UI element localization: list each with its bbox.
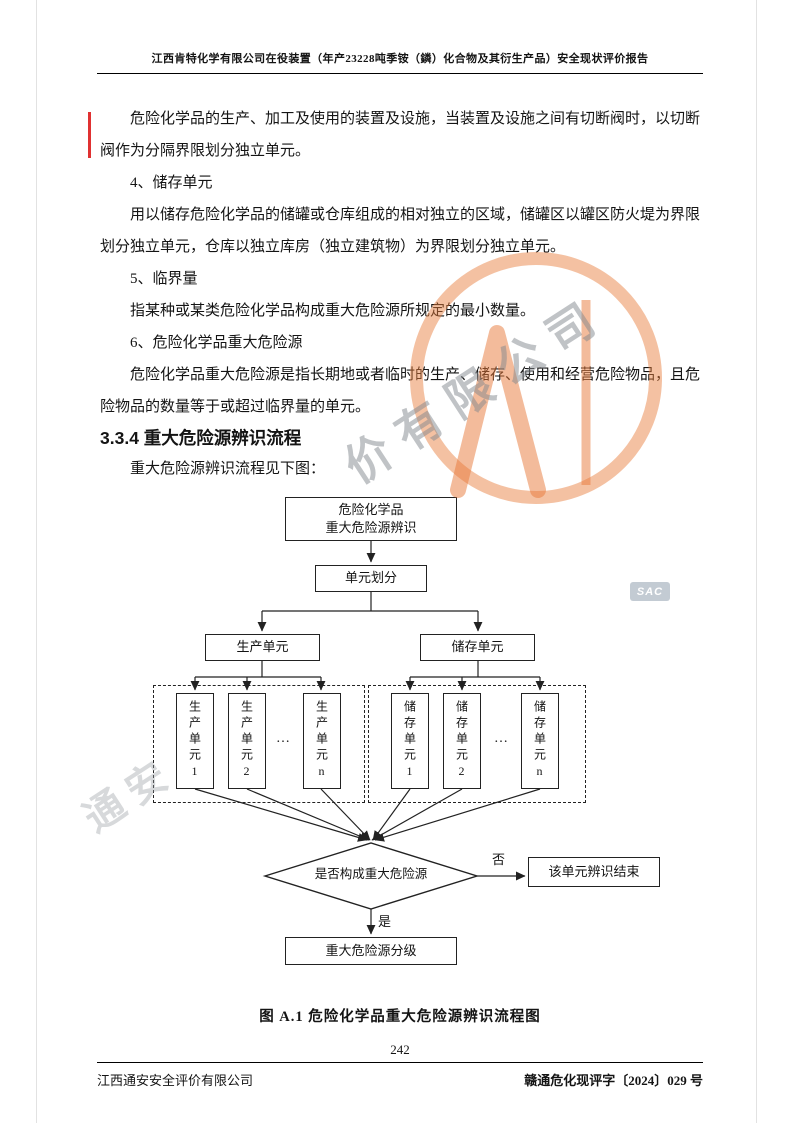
page-number: 242 (390, 1042, 410, 1057)
production-unit-1-box: 生产单元1 (176, 693, 214, 789)
body-paragraph: 4、储存单元 (130, 175, 213, 191)
flow-production-box: 生产单元 (205, 634, 320, 661)
production-group-frame (153, 685, 365, 803)
flow-start-line2: 重大危险源辨识 (325, 520, 417, 535)
flowchart-connectors (190, 541, 545, 935)
flow-start-line1: 危险化学品 (338, 501, 404, 517)
storage-ellipsis: … (494, 731, 509, 746)
flow-grading-box: 重大危险源分级 (285, 937, 457, 965)
page-edge-left (36, 0, 37, 1123)
lead-in-text: 重大危险源辨识流程见下图： (130, 461, 326, 477)
flow-unit-division-box: 单元划分 (315, 565, 427, 592)
production-ellipsis: … (276, 731, 291, 746)
no-label: 否 (492, 852, 506, 867)
body-paragraph: 用以储存危险化学品的储罐或仓库组成的相对独立的区域，储罐区以罐区防火堤为界限划分… (100, 207, 701, 255)
body-paragraph: 危险化学品重大危险源是指长期地或者临时的生产、储存、使用和经营危险物品，且危险物… (100, 367, 701, 415)
footer-company: 江西通安安全评价有限公司 (97, 1073, 254, 1088)
flow-start-box: 危险化学品 重大危险源辨识 (285, 497, 457, 541)
flow-end-box: 该单元辨识结束 (528, 857, 660, 887)
section-heading: 3.3.4 重大危险源辨识流程 (100, 428, 302, 448)
page-header: 江西肯特化学有限公司在役装置（年产23228吨季铵（鏻）化合物及其衍生产品）安全… (97, 50, 703, 74)
storage-group-frame (368, 685, 586, 803)
footer-doc-number: 赣通危化现评字〔2024〕029 号 (524, 1073, 703, 1088)
page-edge-right (756, 0, 757, 1123)
production-unit-n-box: 生产单元n (303, 693, 341, 789)
yes-label: 是 (378, 914, 392, 929)
production-unit-2-box: 生产单元2 (228, 693, 266, 789)
flow-storage-box: 储存单元 (420, 634, 535, 661)
storage-unit-1-box: 储存单元1 (391, 693, 429, 789)
body-paragraph: 5、临界量 (130, 271, 198, 287)
header-title: 江西肯特化学有限公司在役装置（年产23228吨季铵（鏻）化合物及其衍生产品）安全… (151, 53, 649, 65)
body-paragraph: 6、危险化学品重大危险源 (130, 335, 303, 351)
revision-bar (88, 112, 91, 158)
page-footer: 江西通安安全评价有限公司 赣通危化现评字〔2024〕029 号 (97, 1062, 703, 1089)
decision-label: 是否构成重大危险源 (314, 867, 428, 881)
figure-caption: 图 A.1 危险化学品重大危险源辨识流程图 (259, 1009, 541, 1025)
document-body: 危险化学品的生产、加工及使用的装置及设施，当装置及设施之间有切断阀时，以切断阀作… (100, 103, 700, 1058)
storage-unit-n-box: 储存单元n (521, 693, 559, 789)
storage-unit-2-box: 储存单元2 (443, 693, 481, 789)
flowchart: 危险化学品 重大危险源辨识 单元划分 生产单元 储存单元 生产单元1 生产单元2… (100, 491, 700, 983)
body-paragraph: 指某种或某类危险化学品构成重大危险源所规定的最小数量。 (130, 303, 536, 319)
body-paragraph: 危险化学品的生产、加工及使用的装置及设施，当装置及设施之间有切断阀时，以切断阀作… (100, 111, 701, 159)
